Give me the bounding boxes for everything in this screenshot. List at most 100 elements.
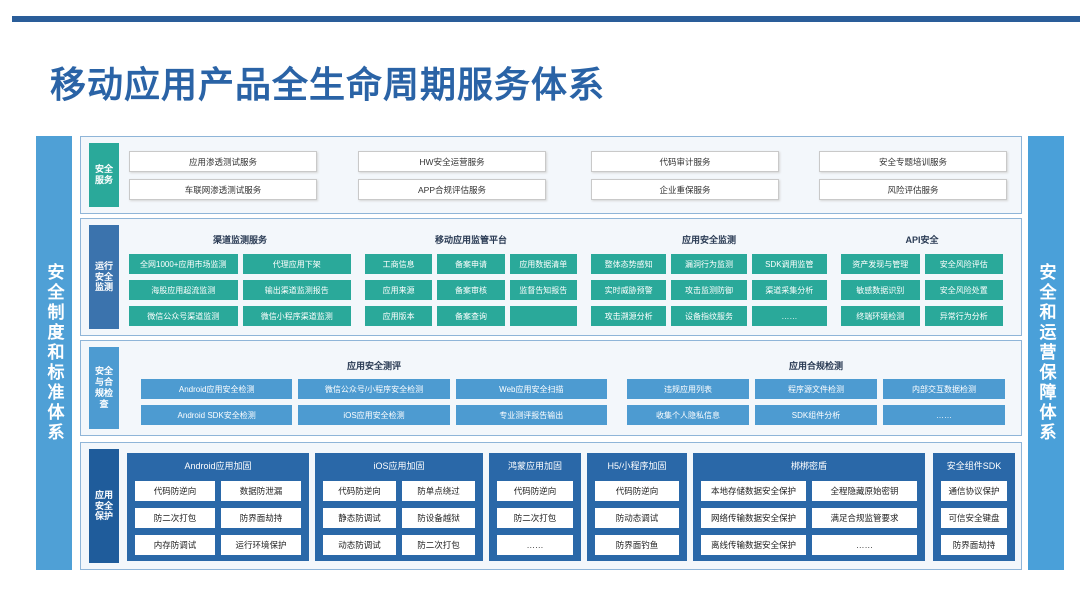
operation-monitoring-label: 运行 安全 监测 (89, 225, 119, 329)
protection-cell: 本地存储数据安全保护 (701, 481, 806, 501)
monitoring-group: 渠道监测服务全网1000+应用市场监测代理应用下架海股应用超流监测输出渠道监测报… (125, 225, 355, 331)
protection-cell: 离线传输数据安全保护 (701, 535, 806, 555)
compliance-cell: 违规应用列表 (627, 379, 749, 399)
compliance-cell: 微信公众号/小程序安全检测 (298, 379, 450, 399)
protection-cell: 通信协议保护 (941, 481, 1007, 501)
compliance-cell: 收集个人隐私信息 (627, 405, 749, 425)
protection-group: 梆梆密盾本地存储数据安全保护全程隐藏原始密钥网络传输数据安全保护满足合规监管要求… (693, 453, 925, 561)
group-title: API安全 (905, 235, 939, 245)
protection-cell: 数据防泄漏 (221, 481, 301, 501)
group-title: 安全组件SDK (946, 461, 1002, 471)
protection-cell: 防单点绕过 (402, 481, 475, 501)
monitoring-cell: 实时威胁预警 (591, 280, 667, 300)
group-title: 移动应用监管平台 (434, 235, 507, 245)
monitoring-cell: 整体态势感知 (591, 254, 667, 274)
group-title: Android应用加固 (184, 461, 252, 471)
monitoring-cell: 敏感数据识别 (841, 280, 920, 300)
monitoring-cell: 应用数据清单 (509, 254, 577, 274)
monitoring-cell: 微信公众号渠道监测 (129, 306, 238, 326)
compliance-group: 应用合规检测违规应用列表程序源文件检测内部交互数据检测收集个人隐私信息 SDK组件… (621, 347, 1011, 431)
compliance-cell: Android SDK安全检测 (141, 405, 293, 425)
group-title: 鸿蒙应用加固 (507, 461, 562, 471)
compliance-cell: iOS应用安全检测 (298, 405, 450, 425)
protection-cell: 防动态调试 (595, 508, 679, 528)
left-side-bar: 安全制度和标准体系 (36, 136, 72, 570)
service-box: 应用渗透测试服务 (129, 151, 317, 172)
protection-cell: 动态防调试 (323, 535, 396, 555)
monitoring-cell: 设备指纹服务 (671, 306, 747, 326)
monitoring-cell: 安全风险处置 (924, 280, 1003, 300)
monitoring-cell: 监督告知报告 (509, 280, 577, 300)
app-protection-panel: 应用 安全 保护 Android应用加固代码防逆向数据防泄漏防二次打包防界面劫持… (80, 442, 1022, 570)
right-side-bar: 安全和运营保障体系 (1028, 136, 1064, 570)
monitoring-cell: 渠道采集分析 (751, 280, 827, 300)
service-box: 风险评估服务 (819, 179, 1007, 200)
protection-cell: 防界面劫持 (941, 535, 1007, 555)
monitoring-cell: 全网1000+应用市场监测 (129, 254, 238, 274)
protection-cell: 全程隐藏原始密钥 (812, 481, 917, 501)
monitoring-cell: 输出渠道监测报告 (242, 280, 351, 300)
operation-monitoring-panel: 运行 安全 监测 渠道监测服务全网1000+应用市场监测代理应用下架海股应用超流… (80, 218, 1022, 336)
compliance-cell: 内部交互数据检测 (883, 379, 1005, 399)
group-title: 渠道监测服务 (212, 235, 267, 245)
monitoring-cell: …… (751, 306, 827, 326)
compliance-cell: Web应用安全扫描 (455, 379, 607, 399)
compliance-cell: 专业测评报告输出 (455, 405, 607, 425)
page-title: 移动应用产品全生命周期服务体系 (50, 64, 606, 105)
monitoring-cell: 备案申请 (437, 254, 505, 274)
protection-cell: 防二次打包 (497, 508, 573, 528)
monitoring-cell: 备案审核 (437, 280, 505, 300)
service-box: 代码审计服务 (591, 151, 779, 172)
protection-group: H5/小程序加固代码防逆向防动态调试防界面钓鱼 (587, 453, 687, 561)
group-title: 应用安全测评 (346, 361, 401, 371)
protection-cell: 防设备越狱 (402, 508, 475, 528)
compliance-cell: 程序源文件检测 (755, 379, 877, 399)
protection-cell: 可信安全键盘 (941, 508, 1007, 528)
monitoring-cell: 备案查询 (437, 306, 505, 326)
monitoring-cell: 攻击溯源分析 (591, 306, 667, 326)
security-services-label: 安全 服务 (89, 143, 119, 207)
protection-group: Android应用加固代码防逆向数据防泄漏防二次打包防界面劫持内存防调试运行环境… (127, 453, 309, 561)
protection-cell: 静态防调试 (323, 508, 396, 528)
service-box: 企业重保服务 (591, 179, 779, 200)
compliance-cell: SDK组件分析 (755, 405, 877, 425)
monitoring-cell: 应用来源 (365, 280, 433, 300)
app-protection-label: 应用 安全 保护 (89, 449, 119, 563)
protection-cell: 代码防逆向 (595, 481, 679, 501)
security-services-panel: 安全 服务 应用渗透测试服务 HW安全运营服务 代码审计服务 安全专题培训服务车联网渗… (80, 136, 1022, 214)
service-box: 安全专题培训服务 (819, 151, 1007, 172)
service-box: 车联网渗透测试服务 (129, 179, 317, 200)
monitoring-cell: 资产发现与管理 (841, 254, 920, 274)
monitoring-group: API安全资产发现与管理安全风险评估敏感数据识别安全风险处置终端环境检测异常行为… (837, 225, 1007, 331)
protection-cell: 防二次打包 (135, 508, 215, 528)
monitoring-cell: 异常行为分析 (924, 306, 1003, 326)
group-title: 梆梆密盾 (790, 461, 827, 471)
protection-cell: 代码防逆向 (323, 481, 396, 501)
service-box: HW安全运营服务 (358, 151, 546, 172)
protection-cell: 代码防逆向 (497, 481, 573, 501)
monitoring-cell: 代理应用下架 (242, 254, 351, 274)
monitoring-group: 移动应用监管平台工商信息备案申请应用数据清单应用来源备案审核监督告知报告应用版本… (361, 225, 581, 331)
protection-cell: 防二次打包 (402, 535, 475, 555)
protection-cell: 代码防逆向 (135, 481, 215, 501)
protection-cell: 防界面钓鱼 (595, 535, 679, 555)
protection-cell: 内存防调试 (135, 535, 215, 555)
monitoring-cell: 微信小程序渠道监测 (242, 306, 351, 326)
compliance-cell: Android应用安全检测 (141, 379, 293, 399)
right-side-label: 安全和运营保障体系 (1036, 263, 1056, 443)
protection-cell: …… (497, 535, 573, 555)
protection-cell: 满足合规监管要求 (812, 508, 917, 528)
monitoring-cell: 应用版本 (365, 306, 433, 326)
monitoring-cell: 漏洞行为监测 (671, 254, 747, 274)
protection-cell: 运行环境保护 (221, 535, 301, 555)
group-title: 应用合规检测 (788, 361, 843, 371)
group-title: 应用安全监测 (681, 235, 736, 245)
compliance-cell: …… (883, 405, 1005, 425)
monitoring-cell: 安全风险评估 (924, 254, 1003, 274)
monitoring-cell (509, 306, 577, 326)
monitoring-cell: 海股应用超流监测 (129, 280, 238, 300)
group-title: iOS应用加固 (373, 461, 425, 471)
